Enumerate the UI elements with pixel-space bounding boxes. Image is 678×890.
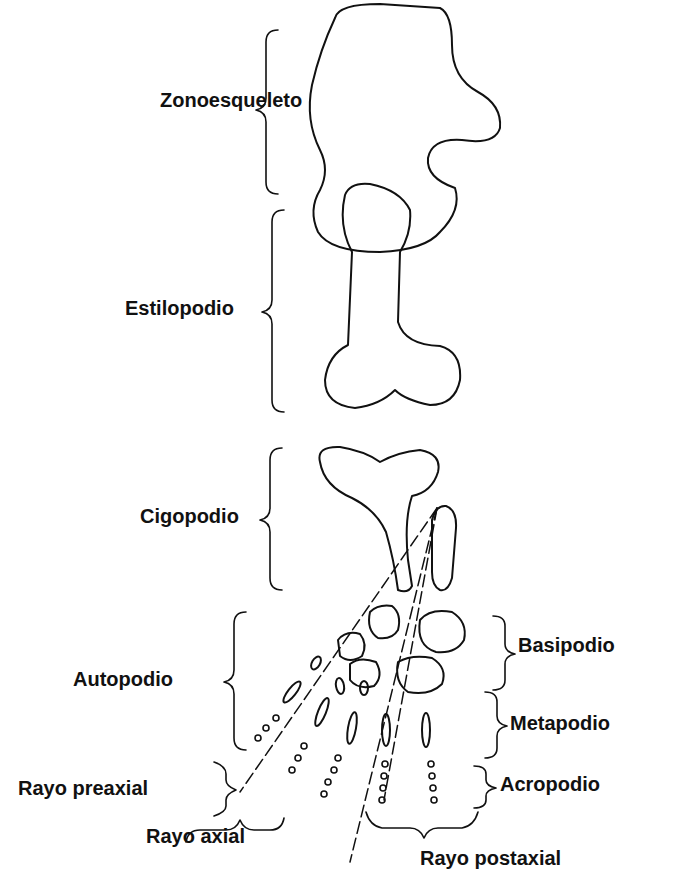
part-label: Acropodio xyxy=(500,772,600,796)
metapod-bone xyxy=(281,679,303,704)
metapod-bone xyxy=(345,712,358,745)
zeugopod-bone xyxy=(319,447,438,591)
carpal-bone xyxy=(369,606,399,639)
part-label: Metapodio xyxy=(510,711,610,735)
part-label: Cigopodio xyxy=(140,504,239,528)
metapod-bone xyxy=(422,713,430,747)
metapod-bone xyxy=(313,697,332,728)
part-label: Autopodio xyxy=(73,667,173,691)
metapod-bone xyxy=(335,677,346,694)
metapod-bone xyxy=(360,681,368,695)
carpal-bone xyxy=(350,659,380,687)
ray-label: Rayo preaxial xyxy=(18,776,148,800)
part-label: Zonoesqueleto xyxy=(160,88,302,112)
carpal-bone xyxy=(309,655,323,671)
carpal-bone xyxy=(419,611,464,652)
girdle-bone xyxy=(310,4,500,252)
carpal-bone xyxy=(338,633,365,660)
part-label: Basipodio xyxy=(518,633,615,657)
bracket xyxy=(186,30,515,842)
phalanx-dots xyxy=(255,715,437,803)
stylopod-bone xyxy=(325,184,460,408)
part-label: Estilopodio xyxy=(125,296,234,320)
ray-label: Rayo axial xyxy=(146,824,245,848)
ray-label: Rayo postaxial xyxy=(420,846,561,870)
